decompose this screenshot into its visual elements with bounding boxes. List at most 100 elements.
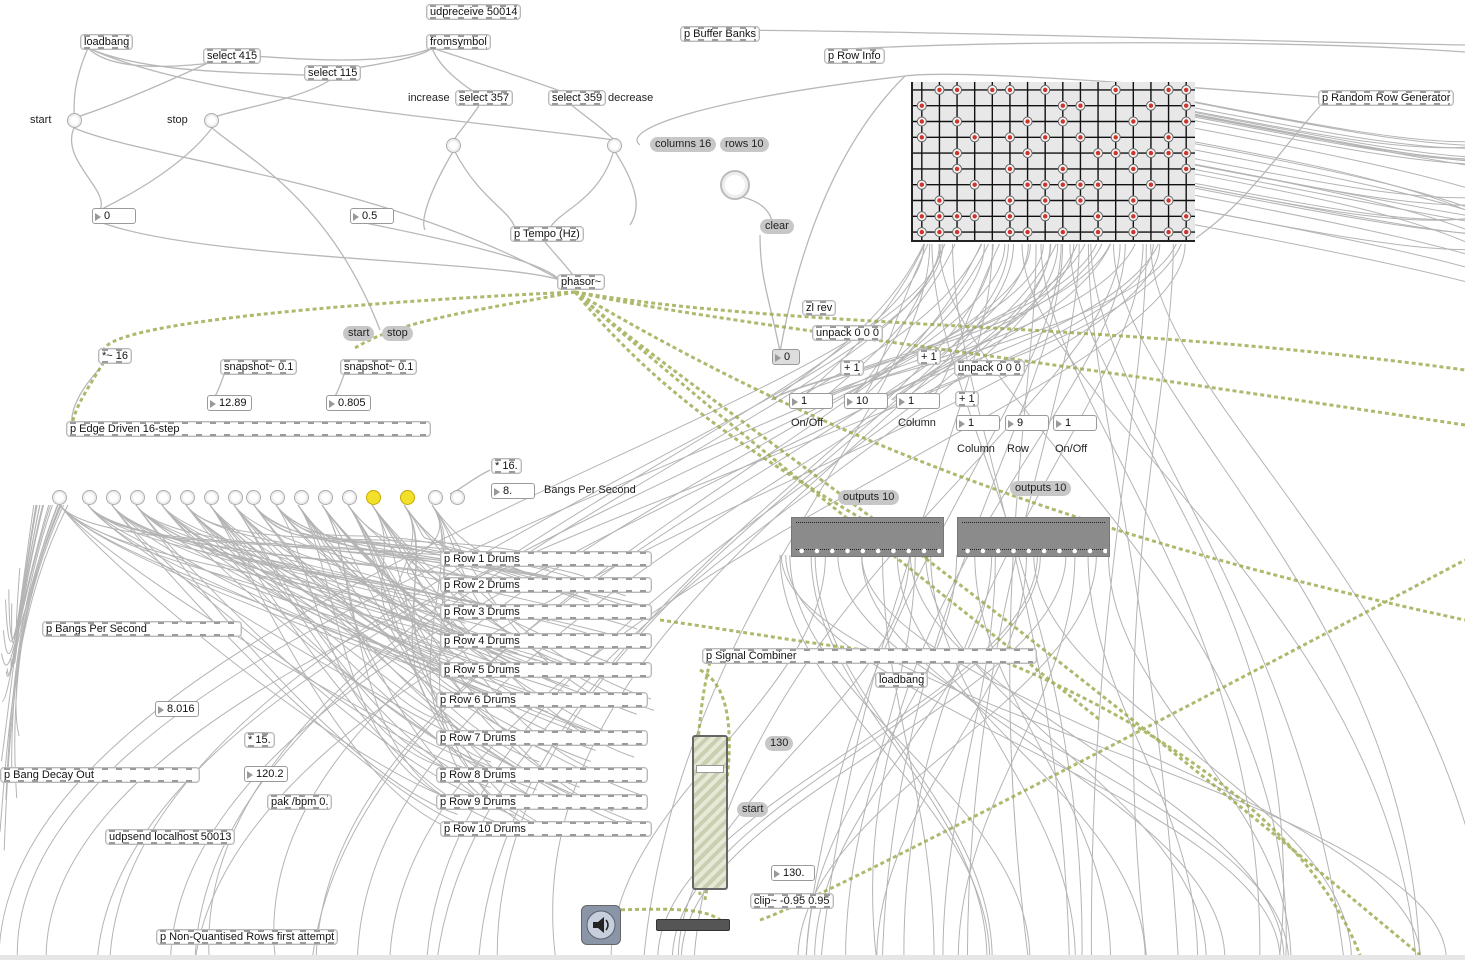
select-115-object[interactable]: select 115 [304, 65, 362, 81]
stop-message[interactable]: stop [382, 326, 413, 341]
step-toggle[interactable] [204, 490, 219, 505]
start-message[interactable]: start [343, 326, 375, 341]
zl-rev-object[interactable]: zl rev [802, 300, 837, 316]
row-comment-b: Row [1007, 443, 1030, 455]
fromsymbol-object[interactable]: fromsymbol [426, 34, 491, 50]
random-row-generator-subpatch[interactable]: p Random Row Generator [1318, 90, 1455, 106]
step-matrix[interactable] [911, 82, 1195, 242]
row-drums-subpatch[interactable]: p Row 10 Drums [440, 821, 652, 837]
gain-slider-knob[interactable] [696, 765, 724, 773]
stop-bang-button[interactable] [204, 113, 219, 128]
step-toggle[interactable] [318, 490, 333, 505]
row-drums-subpatch[interactable]: p Row 8 Drums [436, 767, 648, 783]
number-box-8[interactable]: 8. [491, 483, 535, 499]
select-357-object[interactable]: select 357 [455, 90, 514, 106]
column-number-b[interactable]: 1 [956, 415, 1000, 431]
phasor-object[interactable]: phasor~ [557, 274, 606, 290]
number-box-130[interactable]: 130. [771, 865, 815, 881]
column-number-a[interactable]: 1 [896, 393, 940, 409]
number-box-8.016[interactable]: 8.016 [155, 701, 199, 717]
row-drums-subpatch[interactable]: p Row 2 Drums [440, 577, 652, 593]
increase-comment: increase [408, 92, 450, 104]
row-drums-subpatch[interactable]: p Row 1 Drums [440, 551, 652, 567]
udpreceive-object[interactable]: udpreceive 50014 [426, 4, 522, 20]
bang-decay-out-subpatch[interactable]: p Bang Decay Out [0, 767, 200, 783]
clear-message[interactable]: clear [760, 219, 794, 234]
snapshot-object-1[interactable]: snapshot~ 0.1 [220, 359, 298, 375]
step-toggle[interactable] [156, 490, 171, 505]
number-box-120.2[interactable]: 120.2 [244, 766, 288, 782]
outputs-10-message-b[interactable]: outputs 10 [1010, 481, 1072, 496]
loadbang-object[interactable]: loadbang [80, 34, 134, 50]
step-toggle[interactable] [342, 490, 357, 505]
non-quantised-rows-subpatch[interactable]: p Non-Quantised Rows first attempt [156, 929, 339, 945]
step-toggle[interactable] [52, 490, 67, 505]
step-toggle[interactable] [180, 490, 195, 505]
row-drums-subpatch[interactable]: p Row 6 Drums [436, 692, 648, 708]
step-toggle[interactable] [130, 490, 145, 505]
start-bang-button[interactable] [67, 113, 82, 128]
clear-bang-button[interactable] [720, 170, 750, 200]
unpack-object-1[interactable]: unpack 0 0 0 [812, 325, 883, 341]
columns-message[interactable]: columns 16 [650, 137, 717, 152]
row-drums-subpatch[interactable]: p Row 5 Drums [440, 662, 652, 678]
multiply-signal-16-object[interactable]: *~ 16 [98, 348, 132, 364]
step-toggle[interactable] [366, 490, 381, 505]
number-box-0.5[interactable]: 0.5 [350, 208, 394, 224]
row-number-b[interactable]: 9 [1005, 415, 1049, 431]
unpack-object-2[interactable]: unpack 0 0 0 [954, 360, 1025, 376]
step-toggle[interactable] [270, 490, 285, 505]
row-drums-subpatch[interactable]: p Row 4 Drums [440, 633, 652, 649]
row-info-subpatch[interactable]: p Row Info [824, 48, 885, 64]
step-toggle[interactable] [428, 490, 443, 505]
increase-bang-button[interactable] [446, 138, 461, 153]
edge-driven-16-step-subpatch[interactable]: p Edge Driven 16-step [66, 421, 431, 437]
step-toggle[interactable] [400, 490, 415, 505]
step-toggle[interactable] [246, 490, 261, 505]
step-toggle[interactable] [106, 490, 121, 505]
multiply-15-object[interactable]: * 15. [244, 732, 275, 748]
integer-box-0[interactable]: 0 [772, 349, 800, 365]
pak-bpm-object[interactable]: pak /bpm 0. [267, 794, 333, 810]
meter-bar [656, 919, 730, 931]
row-drums-subpatch[interactable]: p Row 7 Drums [436, 730, 648, 746]
on-off-comment-b: On/Off [1055, 443, 1088, 455]
snapshot-object-2[interactable]: snapshot~ 0.1 [340, 359, 418, 375]
outputs-10-message-a[interactable]: outputs 10 [838, 490, 900, 505]
row-drums-subpatch[interactable]: p Row 9 Drums [436, 794, 648, 810]
decrease-bang-button[interactable] [607, 138, 622, 153]
select-415-object[interactable]: select 415 [203, 48, 262, 64]
clip-object[interactable]: clip~ -0.95 0.95 [750, 893, 834, 909]
loadbang-object-2[interactable]: loadbang [875, 672, 929, 688]
gain-130-message[interactable]: 130 [765, 736, 794, 751]
buffer-banks-subpatch[interactable]: p Buffer Banks [680, 26, 760, 42]
step-toggle[interactable] [82, 490, 97, 505]
bangs-per-second-comment: Bangs Per Second [544, 484, 636, 496]
multiply-16-object[interactable]: * 16. [491, 458, 522, 474]
on-off-number-b[interactable]: 1 [1053, 415, 1097, 431]
signal-combiner-subpatch[interactable]: p Signal Combiner [702, 648, 1037, 664]
tempo-subpatch[interactable]: p Tempo (Hz) [510, 226, 584, 242]
start-message-2[interactable]: start [737, 802, 769, 817]
speaker-icon[interactable] [581, 905, 621, 945]
step-toggle[interactable] [450, 490, 465, 505]
number-box-12.89[interactable]: 12.89 [207, 395, 252, 411]
udpsend-object[interactable]: udpsend localhost 50013 [105, 829, 236, 845]
rows-message[interactable]: rows 10 [720, 137, 769, 152]
plus-1-object-a[interactable]: + 1 [840, 360, 864, 376]
plus-1-object-b[interactable]: + 1 [917, 349, 941, 365]
gain-slider[interactable] [692, 735, 728, 890]
row-number-a[interactable]: 10 [844, 393, 888, 409]
on-off-number-a[interactable]: 1 [789, 393, 833, 409]
plus-1-object-c[interactable]: + 1 [955, 391, 979, 407]
matrix-router-b[interactable] [957, 517, 1110, 557]
matrix-router-a[interactable] [791, 517, 944, 557]
bangs-per-second-subpatch[interactable]: p Bangs Per Second [42, 621, 242, 637]
number-box-0.805[interactable]: 0.805 [326, 395, 371, 411]
step-toggle[interactable] [294, 490, 309, 505]
select-359-object[interactable]: select 359 [548, 90, 607, 106]
number-box-0[interactable]: 0 [92, 208, 136, 224]
row-drums-subpatch[interactable]: p Row 3 Drums [440, 604, 652, 620]
stop-comment: stop [167, 114, 188, 126]
step-toggle[interactable] [228, 490, 243, 505]
